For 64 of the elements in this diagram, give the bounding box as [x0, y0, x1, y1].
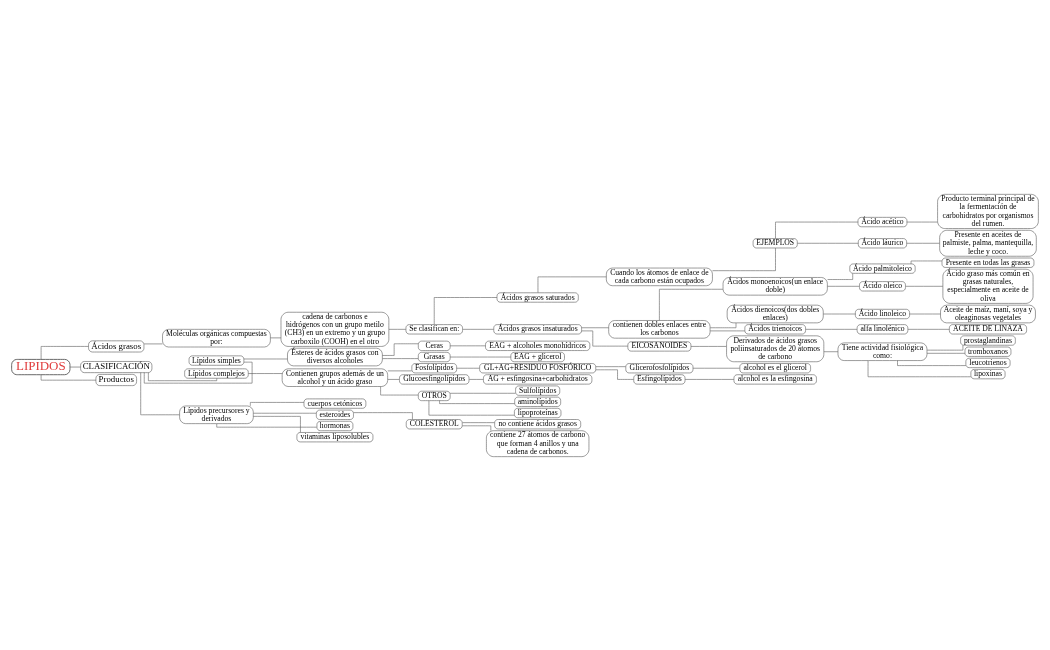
- connector: [709, 330, 746, 331]
- connector: [462, 421, 495, 423]
- connector: [797, 242, 859, 244]
- connector: [827, 285, 860, 287]
- connector: [380, 385, 419, 395]
- connector: [140, 371, 180, 415]
- connector: [40, 374, 97, 380]
- connector: [823, 350, 839, 352]
- connector: [433, 296, 498, 325]
- connector: [692, 367, 740, 369]
- connector: [253, 415, 301, 433]
- connector: [449, 392, 516, 394]
- connector: [456, 367, 480, 369]
- connector: [926, 344, 964, 350]
- connector: [462, 425, 492, 431]
- connector: [659, 288, 724, 321]
- connector: [250, 401, 305, 406]
- node-box: Productos: [95, 373, 137, 386]
- connector: [909, 313, 941, 314]
- connector: [40, 345, 89, 360]
- connector: [248, 372, 283, 374]
- connector: [690, 345, 727, 347]
- connector: [216, 423, 317, 427]
- connector: [905, 285, 944, 287]
- connector: [462, 328, 494, 330]
- connector: [867, 359, 972, 377]
- node-box: Ácidos grasos: [88, 340, 145, 352]
- connector: [353, 411, 413, 420]
- connector: [906, 221, 938, 222]
- connector: [388, 328, 407, 330]
- connector: [387, 378, 400, 380]
- connector: [823, 313, 856, 314]
- connector: [581, 330, 629, 346]
- connector: [449, 356, 512, 357]
- connector: [926, 352, 966, 354]
- connector: [827, 272, 853, 280]
- connector: [468, 378, 484, 380]
- connector: [710, 322, 737, 328]
- connector: [684, 378, 735, 380]
- connector: [595, 369, 634, 380]
- connector: [382, 357, 419, 359]
- connector: [712, 247, 776, 271]
- connector: [775, 221, 859, 239]
- connector: [897, 359, 967, 366]
- connector: [910, 260, 943, 264]
- connector: [449, 345, 486, 346]
- node-box: CLASIFICACIÓN: [80, 360, 153, 373]
- connector: [253, 412, 317, 413]
- connector: [537, 276, 607, 293]
- connector: [387, 370, 412, 371]
- connector: [581, 326, 609, 328]
- connector: [243, 358, 288, 359]
- connector: [428, 400, 515, 415]
- connector: [143, 343, 163, 344]
- connector: [143, 361, 253, 383]
- connector: [148, 371, 218, 381]
- connector: [906, 242, 940, 244]
- connector: [595, 365, 626, 367]
- node-box: LIPIDOS: [11, 358, 71, 375]
- connector: [907, 328, 950, 330]
- connector: [69, 366, 81, 367]
- connector: [270, 337, 282, 338]
- connector: [382, 342, 419, 356]
- connector: [439, 399, 515, 404]
